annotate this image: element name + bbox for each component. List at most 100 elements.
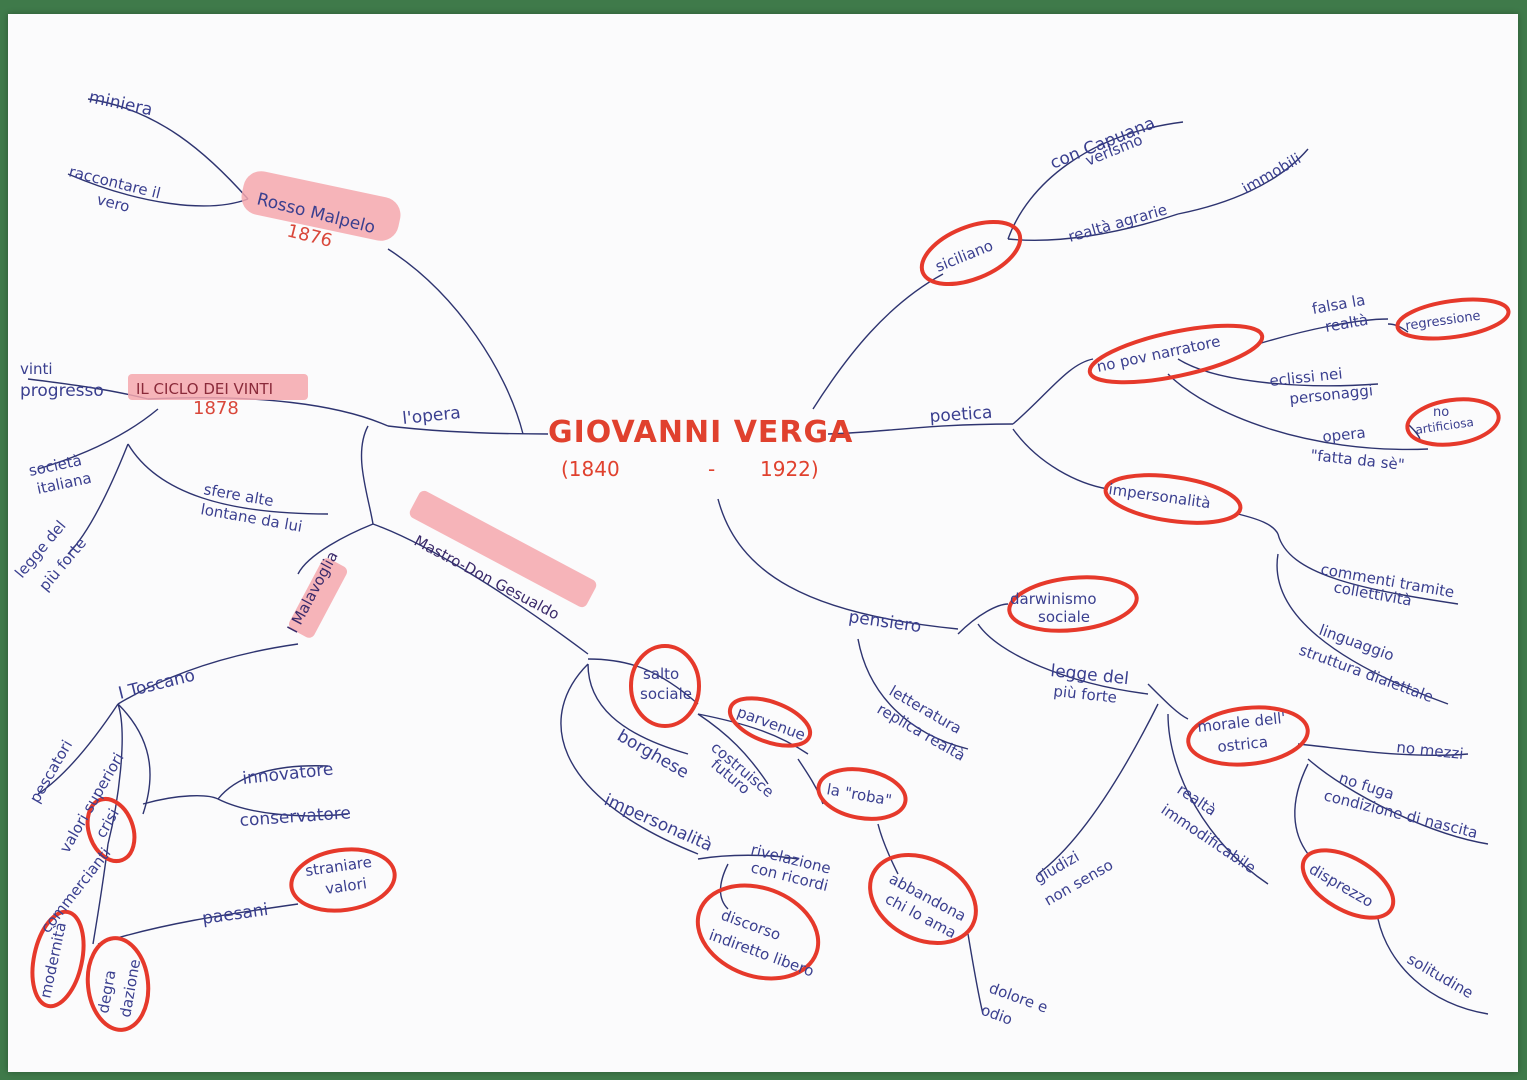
edge-roba-abbandona bbox=[877, 823, 899, 875]
label-salto-1: salto bbox=[643, 665, 679, 683]
edge-siciliano-realta bbox=[1007, 213, 1179, 241]
label-ciclo: IL CICLO DEI VINTI bbox=[136, 380, 273, 398]
edge-realta-immobili bbox=[1177, 148, 1309, 215]
edge-nopov-falsa bbox=[1257, 318, 1389, 345]
label-morale-1: morale dell' bbox=[1197, 709, 1287, 736]
label-vinti: vinti bbox=[20, 360, 53, 378]
label-artificiosa: artificiosa bbox=[1414, 415, 1474, 437]
label-immobili: immobili bbox=[1239, 150, 1304, 198]
ring-disprezzo bbox=[1300, 848, 1396, 920]
ring-darwinismo bbox=[1007, 575, 1139, 633]
mind-map: GIOVANNI VERGA (1840 - 1922) l'opera Ros… bbox=[11, 87, 1511, 1032]
label-dolore-2: odio bbox=[979, 1001, 1015, 1029]
label-no-mezzi: no mezzi bbox=[1396, 738, 1465, 763]
label-innovatore: innovatore bbox=[241, 760, 334, 789]
edge-opera-down bbox=[360, 425, 374, 525]
edge-salto-costruisce bbox=[697, 713, 769, 785]
edge-legge-realta bbox=[1167, 713, 1269, 885]
edge-center-poetica bbox=[827, 423, 1014, 435]
edge-impers-commenti bbox=[1277, 533, 1459, 605]
label-opera-1: opera bbox=[1322, 424, 1367, 446]
label-darwinismo-1: darwinismo bbox=[1010, 590, 1097, 608]
edge-ciclo-sfere bbox=[127, 443, 329, 515]
label-commercianti: commercianti bbox=[37, 844, 115, 936]
ring-roba bbox=[816, 767, 908, 821]
label-no: no bbox=[1433, 405, 1449, 420]
label-roba: la "roba" bbox=[825, 780, 893, 809]
edge-center-siciliano bbox=[812, 273, 944, 410]
right-labels: siciliano con Capuana verismo realtà agr… bbox=[847, 113, 1481, 1002]
edge-mastro-impersonalita bbox=[560, 663, 699, 855]
label-mastro-impersonalita: impersonalità bbox=[601, 790, 716, 856]
highlights bbox=[128, 171, 597, 638]
edge-ciclo-legge bbox=[67, 443, 129, 555]
edge-darwin-legge bbox=[977, 623, 1149, 695]
ring-crisi bbox=[85, 797, 137, 863]
ring-salto bbox=[629, 644, 701, 728]
edge-rosso-miniera bbox=[87, 98, 249, 200]
label-salto-2: sociale bbox=[640, 685, 692, 703]
label-paesani: paesani bbox=[201, 900, 270, 929]
edge-disprezzo-solitudine bbox=[1377, 918, 1489, 1015]
edge-crisi-split bbox=[142, 795, 219, 805]
mind-map-sheet: GIOVANNI VERGA (1840 - 1922) l'opera Ros… bbox=[8, 14, 1518, 1072]
label-disprezzo: disprezzo bbox=[1306, 860, 1377, 911]
edge-opera-ciclo bbox=[147, 397, 389, 427]
ring-modernita bbox=[30, 909, 86, 1009]
edge-pensiero-letteratura bbox=[857, 638, 969, 750]
edge-morale-fuga bbox=[1307, 758, 1489, 845]
label-siciliano: siciliano bbox=[933, 236, 996, 275]
ring-abbandona bbox=[868, 852, 978, 946]
edge-impers-linguaggio bbox=[1276, 553, 1449, 705]
label-pescatori: pescatori bbox=[26, 737, 76, 806]
edge-toscano-pescatori bbox=[37, 703, 119, 795]
edge-falsa-regressione bbox=[1387, 323, 1409, 333]
ring-degradazione bbox=[85, 936, 151, 1032]
label-pensiero: pensiero bbox=[847, 607, 922, 637]
edge-malavoglia-toscano bbox=[117, 643, 299, 705]
ring-no-artificiosa bbox=[1405, 397, 1501, 447]
highlight-ciclo bbox=[128, 374, 308, 400]
edge-impers-rivelazione bbox=[697, 854, 799, 860]
edge-poetica-impers bbox=[1012, 428, 1109, 490]
label-solitudine: solitudine bbox=[1404, 950, 1476, 1002]
edge-conservatore bbox=[217, 798, 349, 817]
edge-abbandona-dolore bbox=[967, 933, 984, 1015]
label-ciclo-year: 1878 bbox=[193, 398, 239, 419]
edge-toscano-valori bbox=[107, 703, 123, 845]
highlight-rosso bbox=[241, 171, 401, 241]
label-progresso: progresso bbox=[20, 381, 104, 401]
edge-poetica-nopov bbox=[1012, 358, 1094, 425]
label-darwinismo-2: sociale bbox=[1038, 608, 1090, 626]
edge-legge-morale bbox=[1147, 683, 1189, 720]
edge-mastro-salto bbox=[587, 658, 699, 705]
label-poetica: poetica bbox=[929, 403, 993, 427]
edge-mastro-borghese bbox=[587, 663, 689, 755]
edge-siciliano-capuana bbox=[1007, 121, 1184, 240]
edge-to-malavoglia bbox=[297, 523, 374, 575]
center-dash: - bbox=[708, 457, 715, 481]
edge-morale-mezzi bbox=[1297, 743, 1469, 757]
edge-salto-parvenue bbox=[697, 713, 809, 755]
label-morale-2: ostrica bbox=[1217, 733, 1269, 756]
edge-impers-split bbox=[1237, 513, 1279, 535]
ring-parvenue bbox=[727, 696, 813, 748]
edge-morale-disprezzo bbox=[1294, 763, 1309, 855]
edge-opera-rosso bbox=[387, 248, 524, 435]
label-opera-2: "fatta da sè" bbox=[1310, 446, 1406, 474]
edge-rosso-raccontare bbox=[67, 173, 249, 207]
ring-impersonalita bbox=[1103, 473, 1243, 525]
highlight-mastro bbox=[409, 490, 597, 608]
edge-center-pensiero bbox=[717, 498, 959, 630]
rings bbox=[30, 220, 1511, 1032]
label-straniare-2: valori bbox=[324, 874, 368, 898]
edge-ciclo-societa bbox=[37, 408, 159, 470]
edge-nopov-opera bbox=[1167, 373, 1429, 451]
label-borghese: borghese bbox=[614, 726, 693, 783]
label-realta-agrarie: realtà agrarie bbox=[1066, 200, 1169, 245]
label-opera: l'opera bbox=[401, 403, 461, 429]
label-no-fuga-2: condizione di nascita bbox=[1322, 786, 1479, 842]
ring-morale bbox=[1186, 705, 1310, 767]
label-conservatore: conservatore bbox=[239, 803, 352, 831]
ring-regressione bbox=[1395, 297, 1511, 341]
